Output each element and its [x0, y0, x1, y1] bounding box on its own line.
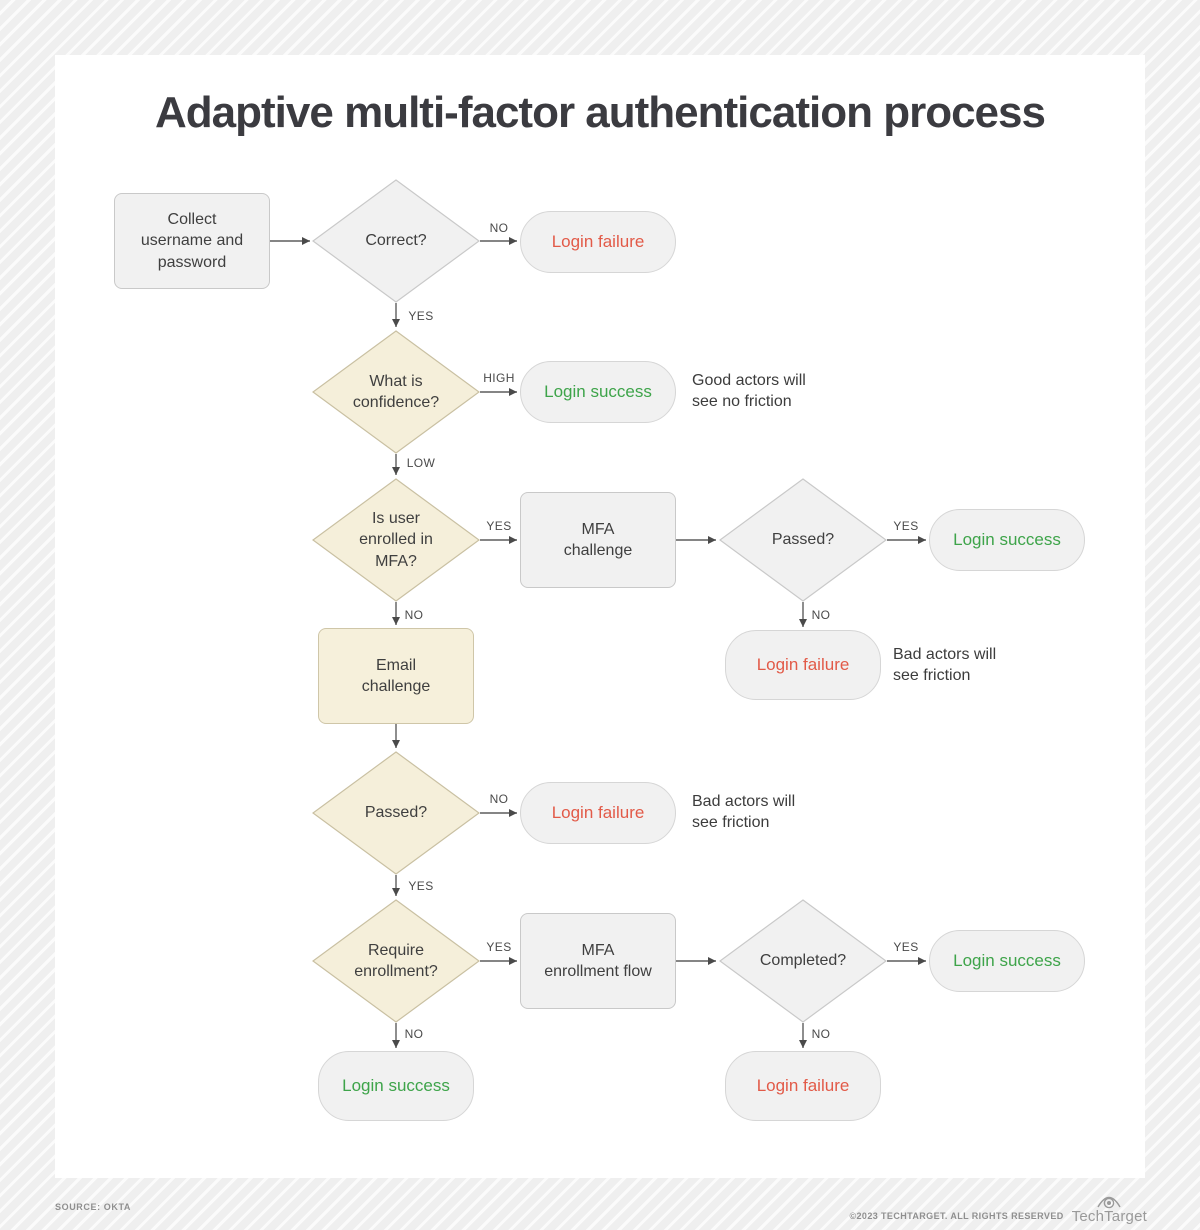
edge-label-no: NO — [489, 792, 509, 806]
edge-label-no: NO — [811, 608, 831, 622]
node-confidence-decision: What is confidence? — [312, 330, 480, 454]
node-label: What is confidence? — [352, 372, 440, 411]
diamond-shape — [312, 478, 480, 602]
node-login-success-3: Login success — [929, 930, 1085, 992]
diamond-shape — [312, 179, 480, 303]
node-label: Login failure — [551, 802, 645, 822]
node-passed-1-decision: Passed? — [719, 478, 887, 602]
source-credit: SOURCE: OKTA — [55, 1202, 132, 1212]
node-passed-2-decision: Passed? — [312, 751, 480, 875]
diamond-shape — [312, 330, 480, 454]
node-correct-decision: Correct? — [312, 179, 480, 303]
edge-label-no: NO — [489, 221, 509, 235]
node-mfa-challenge: MFA challenge — [520, 492, 676, 588]
node-login-success-4: Login success — [318, 1051, 474, 1121]
node-label: Login failure — [756, 1075, 850, 1095]
node-label: MFA enrollment flow — [544, 941, 652, 980]
edge-label-low: LOW — [406, 456, 436, 470]
node-login-success-1: Login success — [520, 361, 676, 423]
node-label: Login failure — [756, 654, 850, 674]
node-label: Passed? — [364, 804, 428, 822]
node-login-failure-4: Login failure — [725, 1051, 881, 1121]
edge-label-yes: YES — [486, 519, 512, 533]
node-label: Correct? — [365, 232, 427, 250]
edge-label-yes: YES — [893, 519, 919, 533]
edge-label-no: NO — [811, 1027, 831, 1041]
edge-label-high: HIGH — [483, 371, 515, 385]
node-mfa-enrollment-flow: MFA enrollment flow — [520, 913, 676, 1009]
note-bad-actors-2: Bad actors will see friction — [692, 793, 796, 831]
node-label: Email challenge — [361, 656, 431, 695]
node-collect-credentials: Collect username and password — [114, 193, 270, 289]
eye-icon — [1097, 1196, 1121, 1209]
edge-label-yes: YES — [408, 309, 434, 323]
footer: SOURCE: OKTA ©2023 TECHTARGET. ALL RIGHT… — [55, 1193, 1147, 1225]
node-label: Completed? — [759, 952, 847, 970]
node-label: Login success — [953, 529, 1061, 549]
page-title: Adaptive multi-factor authentication pro… — [155, 88, 1046, 137]
edge-label-no: NO — [404, 1027, 424, 1041]
edge-label-yes: YES — [893, 940, 919, 954]
node-label: Login success — [342, 1075, 450, 1095]
copyright-text: ©2023 TECHTARGET. ALL RIGHTS RESERVED — [849, 1211, 1064, 1221]
edge-label-no: NO — [404, 608, 424, 622]
brand-text: TechTarget — [1071, 1208, 1147, 1225]
node-label: Login success — [544, 381, 652, 401]
node-label: Passed? — [771, 531, 835, 549]
diamond-shape — [312, 751, 480, 875]
node-label: Login success — [953, 950, 1061, 970]
node-label: Collect username and password — [140, 211, 244, 271]
diamond-shape — [719, 899, 887, 1023]
node-login-failure-3: Login failure — [520, 782, 676, 844]
node-login-success-2: Login success — [929, 509, 1085, 571]
node-label: MFA challenge — [563, 520, 633, 559]
node-login-failure-1: Login failure — [520, 211, 676, 273]
edge-label-yes: YES — [408, 879, 434, 893]
footer-right: ©2023 TECHTARGET. ALL RIGHTS RESERVED Te… — [849, 1193, 1147, 1225]
node-completed-decision: Completed? — [719, 899, 887, 1023]
node-login-failure-2: Login failure — [725, 630, 881, 700]
node-email-challenge: Email challenge — [318, 628, 474, 724]
techtarget-logo: TechTarget — [1072, 1193, 1147, 1225]
note-good-actors: Good actors will see no friction — [692, 372, 806, 410]
node-require-enrollment-decision: Require enrollment? — [312, 899, 480, 1023]
node-label: Require enrollment? — [354, 941, 438, 980]
edge-label-yes: YES — [486, 940, 512, 954]
node-enrolled-decision: Is user enrolled in MFA? — [312, 478, 480, 602]
node-label: Is user enrolled in MFA? — [359, 510, 433, 570]
node-label: Login failure — [551, 231, 645, 251]
diamond-shape — [312, 899, 480, 1023]
diamond-shape — [719, 478, 887, 602]
note-bad-actors-1: Bad actors will see friction — [893, 646, 997, 684]
